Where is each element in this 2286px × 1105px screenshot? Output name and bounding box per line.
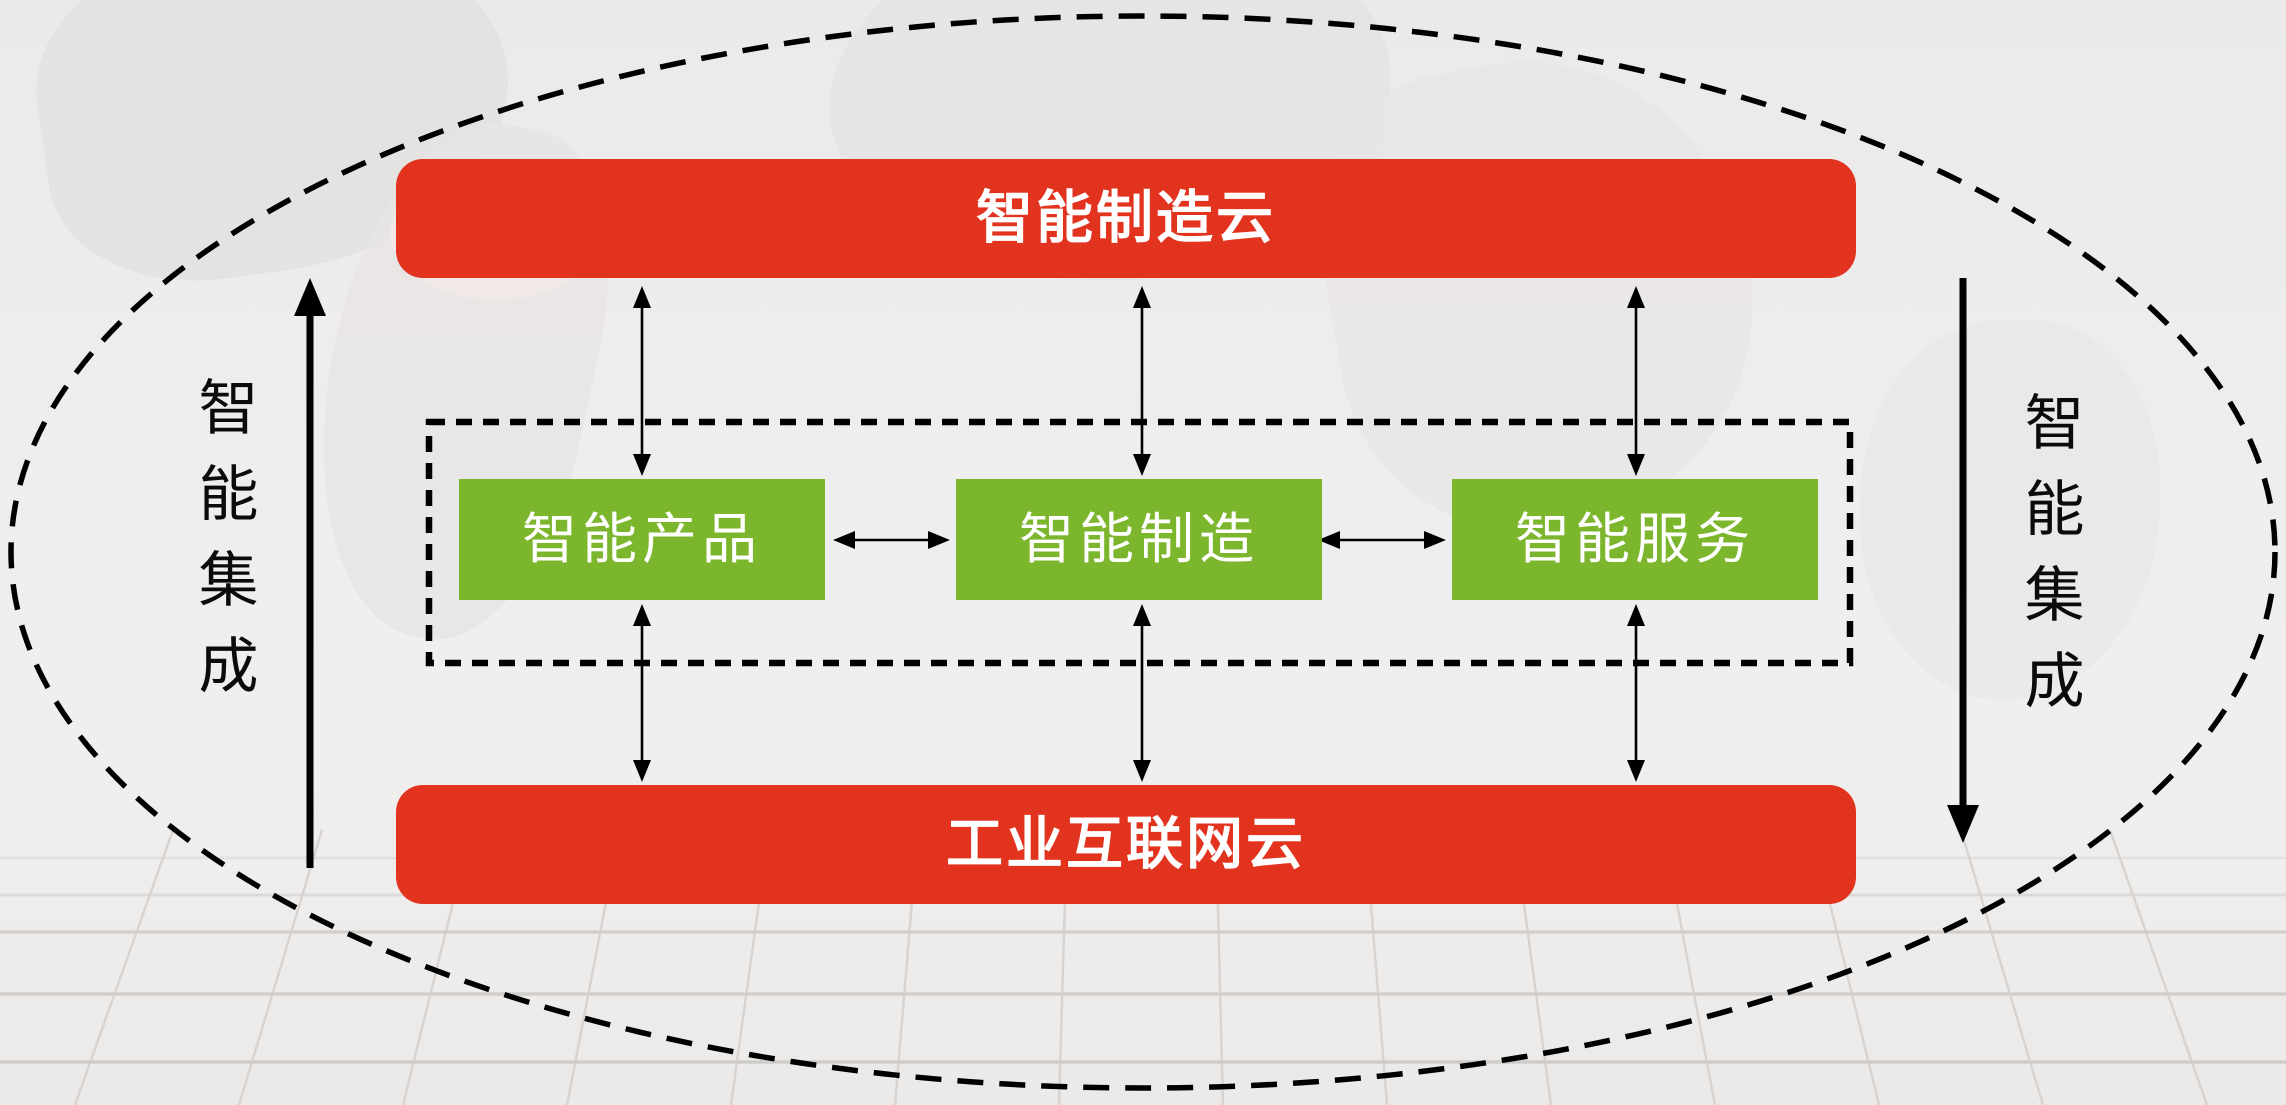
industrial-internet-cloud-bar: 工业互联网云 bbox=[396, 785, 1856, 904]
arrow-box2-box3 bbox=[1318, 531, 1446, 549]
smart-manufacturing-cloud-label: 智能制造云 bbox=[976, 185, 1276, 251]
right-down-arrow bbox=[1947, 278, 1979, 843]
map-blob bbox=[1293, 27, 1787, 553]
arrow-box1-bottombar bbox=[633, 604, 651, 782]
arrow-box2-bottombar bbox=[1133, 604, 1151, 782]
smart-manufacturing-box: 智能制造 bbox=[956, 479, 1322, 600]
left-up-arrow bbox=[294, 278, 326, 868]
smart-manufacturing-label: 智能制造 bbox=[1018, 507, 1259, 571]
smart-products-label: 智能产品 bbox=[521, 507, 762, 571]
arrow-topbar-box2 bbox=[1133, 286, 1151, 476]
arrow-topbar-box3 bbox=[1627, 286, 1645, 476]
industrial-internet-cloud-label: 工业互联网云 bbox=[946, 811, 1306, 877]
left-integration-label-group: 智能集成 bbox=[158, 363, 288, 733]
arrow-box1-box2 bbox=[833, 531, 950, 549]
smart-services-box: 智能服务 bbox=[1452, 479, 1818, 600]
right-integration-label: 智能集成 bbox=[2014, 391, 2084, 735]
right-integration-label-group: 智能集成 bbox=[1984, 378, 2114, 748]
smart-services-label: 智能服务 bbox=[1514, 507, 1755, 571]
smart-manufacturing-cloud-bar: 智能制造云 bbox=[396, 159, 1856, 278]
arrow-box3-bottombar bbox=[1627, 604, 1645, 782]
arrow-topbar-box1 bbox=[633, 286, 651, 476]
left-integration-label: 智能集成 bbox=[188, 376, 258, 720]
smart-products-box: 智能产品 bbox=[459, 479, 825, 600]
